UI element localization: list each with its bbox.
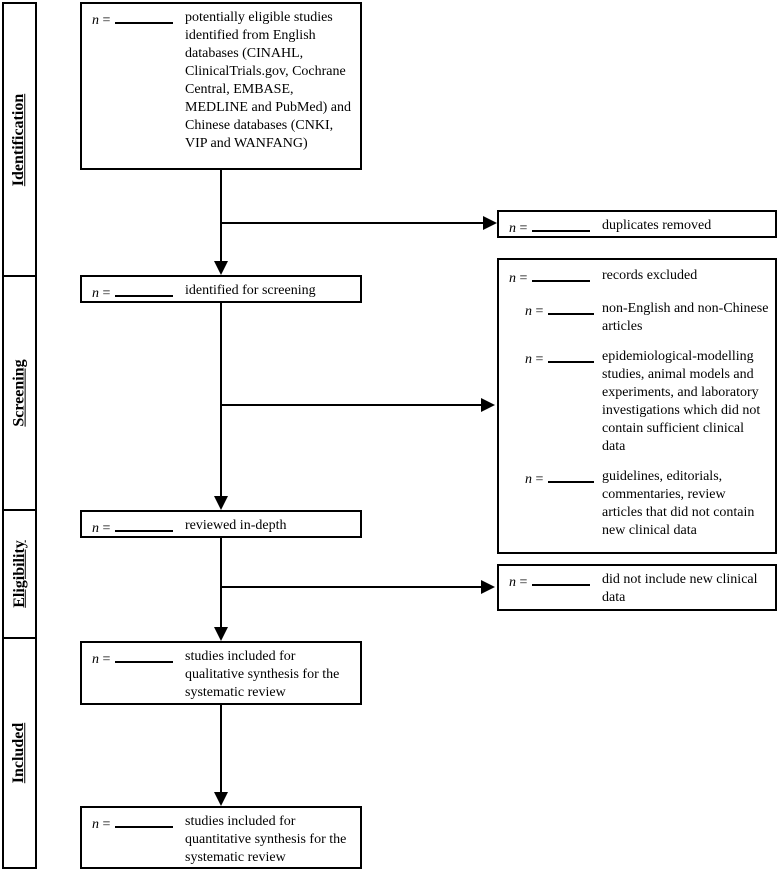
stage-label-identification: Identification bbox=[10, 93, 28, 186]
n-symbol: n bbox=[525, 304, 532, 319]
box-duplicates-removed: n = duplicates removed bbox=[497, 210, 777, 238]
excluded-reason-item: n = non-English and non-Chinese articles bbox=[525, 300, 769, 336]
stage-included: Included bbox=[2, 637, 37, 869]
excluded-reason-item: n = guidelines, editorials, commentaries… bbox=[525, 468, 769, 540]
box-quantitative-synthesis: n = studies included for quantitative sy… bbox=[80, 806, 362, 869]
equals-sign: = bbox=[535, 304, 544, 319]
box-description: duplicates removed bbox=[602, 218, 712, 233]
excluded-reason-item: n = epidemiological-modelling studies, a… bbox=[525, 348, 769, 456]
stage-eligibility: Eligibility bbox=[2, 509, 37, 639]
box-description: studies included for qualitative synthes… bbox=[185, 649, 340, 700]
equals-sign: = bbox=[519, 575, 528, 590]
equals-sign: = bbox=[535, 352, 544, 367]
n-symbol: n bbox=[509, 221, 516, 236]
box-description: potentially eligible studies identified … bbox=[185, 10, 352, 151]
box-qualitative-synthesis: n = studies included for qualitative syn… bbox=[80, 641, 362, 705]
equals-sign: = bbox=[519, 271, 528, 286]
n-blank-line bbox=[115, 9, 174, 24]
stage-label-screening: Screening bbox=[10, 359, 28, 427]
n-count-field: n = bbox=[92, 813, 185, 834]
box-records-excluded: n = records excluded n = non-English and… bbox=[497, 258, 777, 554]
box-description: identified for screening bbox=[185, 283, 316, 298]
box-no-new-clinical-data: n = did not include new clinical data bbox=[497, 564, 777, 611]
equals-sign: = bbox=[102, 652, 111, 667]
box-description: reviewed in-depth bbox=[185, 518, 287, 533]
n-count-field: n = bbox=[92, 282, 185, 303]
n-blank-line bbox=[548, 300, 595, 315]
n-count-field: n = bbox=[92, 517, 185, 538]
n-count-field: n = bbox=[525, 300, 602, 321]
excluded-reason-text: non-English and non-Chinese articles bbox=[602, 301, 769, 334]
n-symbol: n bbox=[92, 13, 99, 28]
stage-label-eligibility: Eligibility bbox=[10, 540, 28, 608]
n-count-field: n = bbox=[509, 217, 602, 238]
n-count-field: n = bbox=[509, 571, 602, 592]
n-symbol: n bbox=[92, 286, 99, 301]
records-excluded-header: n = records excluded bbox=[509, 267, 769, 288]
equals-sign: = bbox=[102, 521, 111, 536]
n-symbol: n bbox=[92, 652, 99, 667]
n-count-field: n = bbox=[92, 9, 185, 30]
n-blank-line bbox=[115, 282, 174, 297]
equals-sign: = bbox=[519, 221, 528, 236]
n-count-field: n = bbox=[509, 267, 602, 288]
stage-screening: Screening bbox=[2, 275, 37, 511]
n-symbol: n bbox=[509, 271, 516, 286]
n-symbol: n bbox=[525, 352, 532, 367]
box-description: studies included for quantitative synthe… bbox=[185, 814, 347, 865]
box-reviewed-in-depth: n = reviewed in-depth bbox=[80, 510, 362, 538]
equals-sign: = bbox=[102, 286, 111, 301]
n-symbol: n bbox=[92, 521, 99, 536]
n-symbol: n bbox=[525, 472, 532, 487]
excluded-reason-text: epidemiological-modelling studies, anima… bbox=[602, 349, 761, 454]
box-eligible-studies: n = potentially eligible studies identif… bbox=[80, 2, 362, 170]
equals-sign: = bbox=[102, 13, 111, 28]
n-symbol: n bbox=[92, 817, 99, 832]
equals-sign: = bbox=[102, 817, 111, 832]
n-blank-line bbox=[115, 648, 174, 663]
box-identified-for-screening: n = identified for screening bbox=[80, 275, 362, 303]
n-blank-line bbox=[548, 468, 595, 483]
stage-identification: Identification bbox=[2, 2, 37, 277]
n-count-field: n = bbox=[92, 648, 185, 669]
n-count-field: n = bbox=[525, 468, 602, 489]
equals-sign: = bbox=[535, 472, 544, 487]
stage-label-included: Included bbox=[10, 722, 28, 784]
n-blank-line bbox=[548, 348, 595, 363]
n-blank-line bbox=[532, 217, 591, 232]
box-description: did not include new clinical data bbox=[602, 572, 758, 605]
n-blank-line bbox=[532, 571, 591, 586]
excluded-reason-text: guidelines, editorials, commentaries, re… bbox=[602, 469, 755, 538]
n-blank-line bbox=[532, 267, 591, 282]
n-symbol: n bbox=[509, 575, 516, 590]
n-blank-line bbox=[115, 813, 174, 828]
box-description: records excluded bbox=[602, 268, 698, 283]
n-count-field: n = bbox=[525, 348, 602, 369]
n-blank-line bbox=[115, 517, 174, 532]
